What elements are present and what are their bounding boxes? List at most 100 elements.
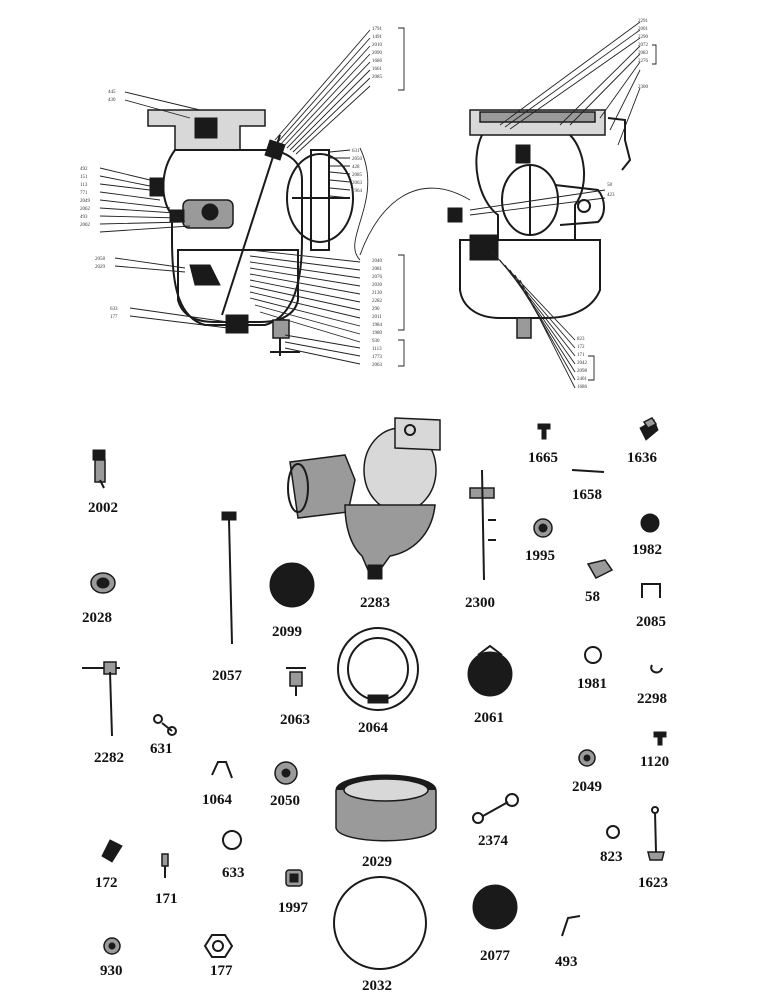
callout: 177 [110, 315, 118, 320]
part-label: 2283 [360, 595, 390, 611]
callout: 2058 [95, 257, 106, 262]
callout: 930 [372, 339, 380, 344]
part-633: 633 [222, 830, 245, 881]
callout: 423 [607, 193, 615, 198]
part-label: 2028 [82, 610, 112, 626]
callout: 1964 [352, 189, 363, 194]
callout: 2401 [577, 377, 588, 382]
part-label: 58 [585, 589, 600, 605]
callout: 2081 [372, 267, 383, 272]
callout: 2098 [577, 369, 588, 374]
part-1995: 1995 [525, 518, 555, 564]
part-label: 2029 [362, 854, 392, 870]
part-1120: 1120 [640, 731, 669, 770]
callout: 2085 [352, 173, 363, 178]
part-label: 1997 [278, 900, 309, 916]
callout: 2002 [80, 223, 91, 228]
part-label: 1064 [202, 792, 233, 808]
part-label: 2300 [465, 595, 495, 611]
callout: 2050 [352, 157, 363, 162]
part-label: 1665 [528, 450, 558, 466]
part-2374: 2374 [472, 793, 519, 849]
part-2061: 2061 [467, 644, 513, 726]
part-label: 631 [150, 741, 173, 757]
part-177: 177 [203, 934, 234, 979]
part-label: 2061 [474, 710, 504, 726]
part-label: 2063 [280, 712, 310, 728]
part-2283: 2283 [287, 417, 441, 611]
callout: 1686 [577, 385, 588, 390]
part-1636: 1636 [627, 417, 659, 466]
part-label: 171 [155, 891, 178, 907]
callout: 290 [372, 307, 380, 312]
callout: 2076 [372, 275, 383, 280]
callout: 771 [80, 191, 88, 196]
part-1981: 1981 [577, 646, 607, 692]
part-label: 1623 [638, 875, 668, 891]
part-2298: 2298 [637, 664, 667, 707]
part-label: 1658 [572, 487, 602, 503]
callout: 58 [607, 183, 613, 188]
carburetor-assembly-front-view [147, 109, 354, 356]
callout: 2282 [372, 299, 383, 304]
part-2050: 2050 [270, 761, 300, 809]
callout: 2291 [638, 19, 649, 24]
part-2300: 2300 [465, 469, 496, 611]
part-493: 493 [555, 915, 581, 970]
part-label: 172 [95, 875, 118, 891]
callout: 151 [80, 175, 88, 180]
callout: 2063 [372, 363, 383, 368]
part-2063: 2063 [280, 667, 310, 728]
part-930: 930 [100, 937, 123, 979]
part-label: 2282 [94, 750, 124, 766]
part-1064: 1064 [202, 761, 233, 808]
part-58: 58 [585, 559, 614, 605]
part-label: 2298 [637, 691, 667, 707]
callout: 2072 [638, 43, 649, 48]
part-2057: 2057 [212, 511, 243, 684]
part-label: 2050 [270, 793, 300, 809]
callout: 2049 [80, 199, 91, 204]
part-171: 171 [155, 853, 178, 907]
callout: 2130 [372, 291, 383, 296]
part-1997: 1997 [278, 869, 309, 916]
part-label: 1995 [525, 548, 555, 564]
part-2064: 2064 [337, 627, 419, 736]
callouts-side-view: 2291 2001 2290 2072 2083 2276 2300 58 42… [577, 19, 649, 390]
callout: 1773 [372, 355, 383, 360]
part-823: 823 [600, 825, 623, 865]
callout: 1791 [372, 27, 383, 32]
part-2032: 2032 [333, 876, 427, 994]
callout: 172 [577, 345, 585, 350]
part-631: 631 [150, 714, 177, 757]
part-label: 1636 [627, 450, 658, 466]
part-2077: 2077 [472, 884, 518, 964]
callout: 113 [80, 183, 88, 188]
part-label: 930 [100, 963, 123, 979]
part-label: 2064 [358, 720, 389, 736]
carburetor-assembly-side-view [447, 109, 632, 339]
callout: 2085 [372, 75, 383, 80]
part-label: 2032 [362, 978, 392, 994]
part-2028: 2028 [82, 572, 116, 626]
callout: 2300 [638, 85, 649, 90]
part-2085: 2085 [636, 583, 666, 630]
part-label: 2099 [272, 624, 302, 640]
callout: 428 [352, 165, 360, 170]
callout: 2083 [638, 51, 649, 56]
callouts-front-view: 445 430 492 151 113 771 2049 2062 493 20… [80, 27, 383, 368]
callout: 493 [80, 215, 88, 220]
part-label: 1982 [632, 542, 662, 558]
callout: 430 [108, 98, 116, 103]
part-2029: 2029 [335, 774, 437, 870]
callout: 2063 [352, 181, 363, 186]
part-label: 2077 [480, 948, 511, 964]
callout: 2062 [80, 207, 91, 212]
callout: 2040 [372, 259, 383, 264]
callout: 2290 [638, 35, 649, 40]
callout: 2090 [372, 51, 383, 56]
callout: 823 [577, 337, 585, 342]
callout: 631 [352, 149, 360, 154]
part-2002: 2002 [88, 449, 118, 516]
